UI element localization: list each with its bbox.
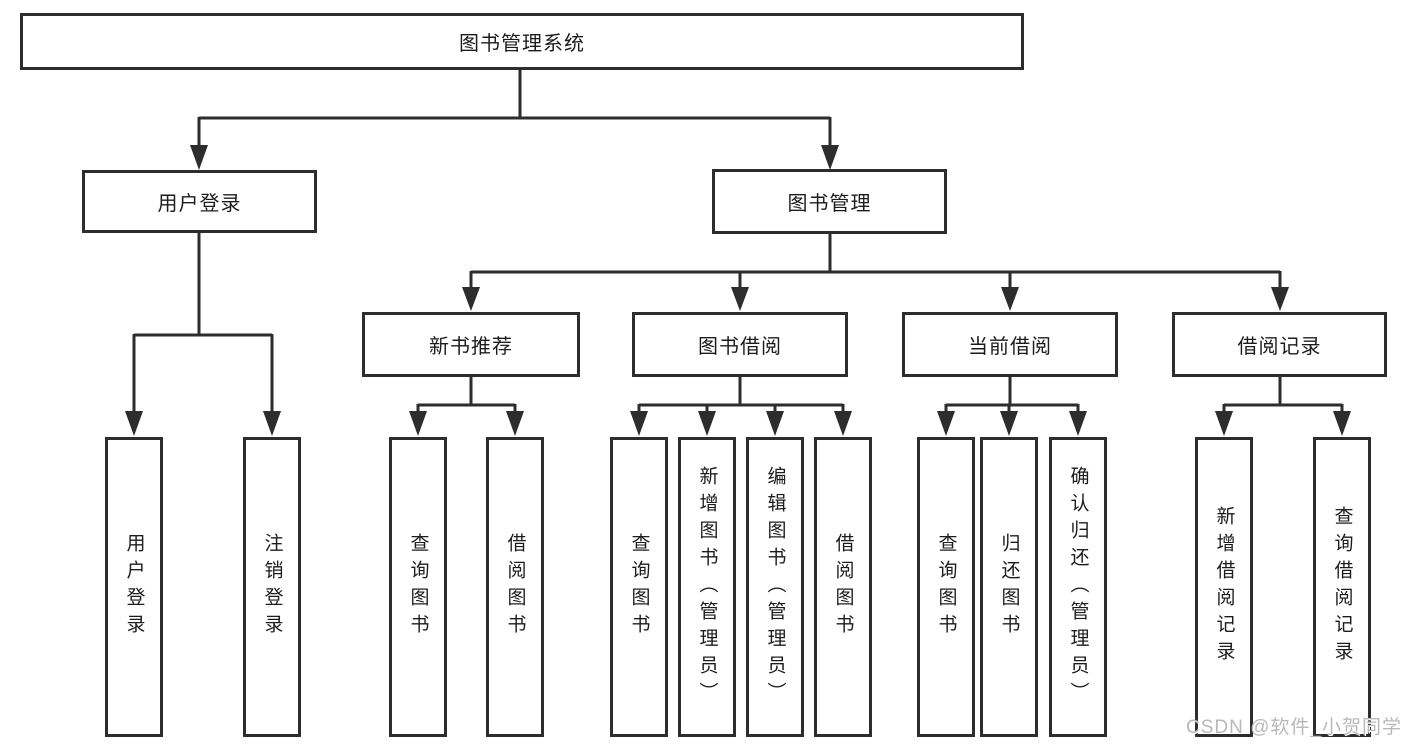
connector-borrowrecord-to-leaves (1215, 377, 1351, 436)
leaf-query-books-2: 查询图书 (610, 437, 668, 737)
connector-userlogin-to-leaves (125, 233, 281, 436)
leaf-logout: 注销登录 (243, 437, 301, 737)
leaf-user-login: 用户登录 (105, 437, 163, 737)
connector-currentborrow-to-leaves (937, 377, 1087, 436)
leaf-query-books-3: 查询图书 (917, 437, 975, 737)
leaf-borrow-books-2: 借阅图书 (814, 437, 872, 737)
node-book-borrowing: 图书借阅 (632, 312, 848, 377)
connector-root-to-level2 (190, 70, 839, 170)
leaf-add-books-admin: 新增图书（管理员） (678, 437, 736, 737)
leaf-confirm-return-admin: 确认归还（管理员） (1049, 437, 1107, 737)
node-library-management-system: 图书管理系统 (20, 13, 1024, 70)
node-book-management: 图书管理 (712, 169, 947, 234)
leaf-borrow-books-1: 借阅图书 (486, 437, 544, 737)
connector-bookmgmt-to-level3 (462, 233, 1289, 311)
leaf-query-borrow-record: 查询借阅记录 (1313, 437, 1371, 737)
connector-bookborrow-to-leaves (630, 377, 852, 436)
leaf-edit-books-admin: 编辑图书（管理员） (746, 437, 804, 737)
node-borrowing-records: 借阅记录 (1172, 312, 1387, 377)
leaf-return-books: 归还图书 (980, 437, 1038, 737)
connector-newbook-to-leaves (409, 377, 524, 436)
node-current-borrowing: 当前借阅 (902, 312, 1118, 377)
node-new-book-recommendation: 新书推荐 (362, 312, 580, 377)
node-user-login: 用户登录 (82, 170, 317, 233)
leaf-query-books-1: 查询图书 (389, 437, 447, 737)
leaf-add-borrow-record: 新增借阅记录 (1195, 437, 1253, 737)
watermark: CSDN @软件_小贺同学 (1186, 717, 1402, 738)
